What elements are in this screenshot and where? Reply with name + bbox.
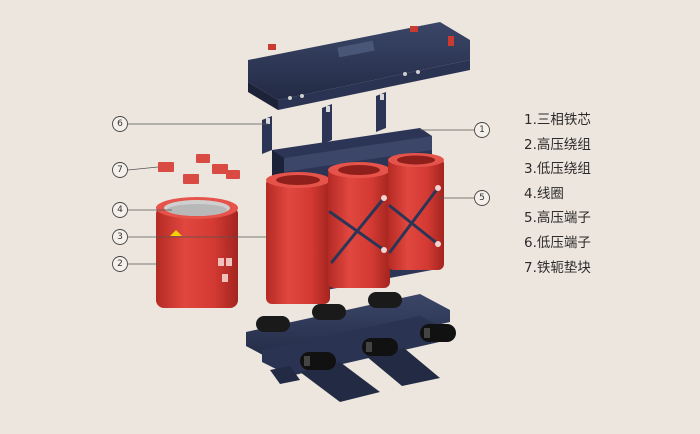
callout-3: 3: [112, 229, 128, 245]
legend-item-3: 3.低压绕组: [524, 161, 591, 178]
svg-text:1: 1: [479, 125, 485, 135]
legend-item-6: 6.低压端子: [524, 234, 591, 251]
low-voltage-terminals: [262, 92, 386, 154]
svg-text:7: 7: [117, 165, 123, 175]
component-legend: 1.三相铁芯 2.高压绕组 3.低压绕组 4.线圈 5.高压端子 6.低压端子 …: [524, 108, 694, 280]
callout-5: 5: [474, 190, 490, 206]
exploded-coil: [156, 197, 238, 308]
coil-phase-b: [328, 162, 390, 288]
yoke-spacer-blocks: [158, 154, 240, 184]
high-voltage-terminals: [381, 185, 441, 253]
legend-item-5: 5.高压端子: [524, 210, 591, 227]
legend-item-2: 2.高压绕组: [524, 136, 591, 153]
svg-text:3: 3: [117, 232, 123, 242]
svg-text:4: 4: [117, 205, 123, 215]
svg-text:5: 5: [479, 193, 485, 203]
callout-6: 6: [112, 116, 128, 132]
leader-lines: [127, 123, 474, 265]
legend-item-4: 4.线圈: [524, 185, 564, 202]
coil-phase-c: [388, 153, 444, 270]
legend-item-7: 7.铁轭垫块: [524, 259, 591, 276]
callout-2: 2: [112, 256, 128, 272]
legend-item-1: 1.三相铁芯: [524, 112, 591, 128]
base-insulators: [256, 292, 456, 370]
coil-phase-a: [266, 172, 330, 304]
callout-1: 1: [474, 122, 490, 138]
bottom-base: [246, 294, 450, 402]
top-clamp: [248, 22, 470, 110]
callout-7: 7: [112, 162, 128, 178]
callout-4: 4: [112, 202, 128, 218]
svg-text:6: 6: [117, 119, 123, 129]
high-voltage-connections: [328, 186, 440, 264]
svg-text:2: 2: [117, 259, 123, 269]
